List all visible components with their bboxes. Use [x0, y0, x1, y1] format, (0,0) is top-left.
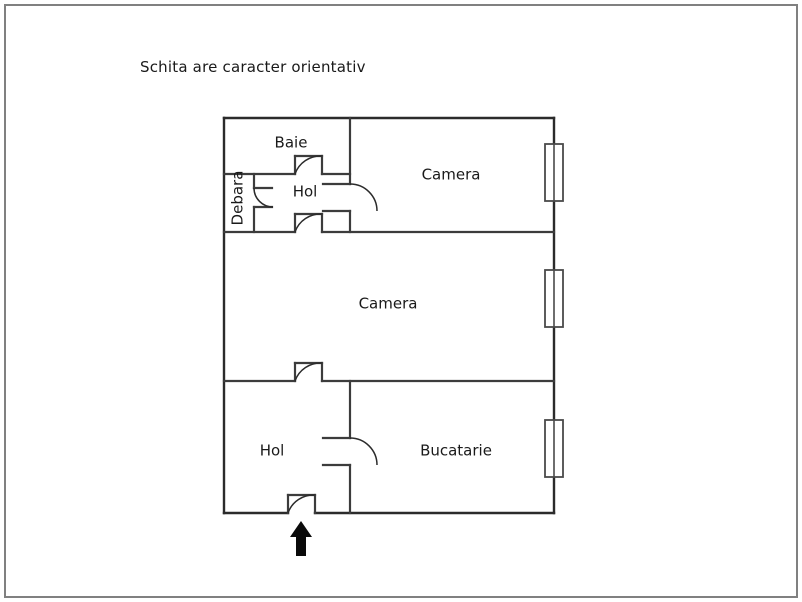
- room-label-bucatarie: Bucatarie: [420, 442, 492, 460]
- door-arc-intrare: [287, 494, 316, 514]
- window-camera-mijloc: [544, 269, 564, 328]
- room-label-camera-mijloc: Camera: [359, 295, 418, 313]
- entrance-arrow: [290, 521, 312, 556]
- room-label-baie: Baie: [275, 134, 308, 152]
- window-camera-sus: [544, 143, 564, 202]
- door-arc-baie: [294, 155, 323, 175]
- room-label-camera-sus: Camera: [422, 166, 481, 184]
- room-label-hol-sus: Hol: [293, 183, 318, 201]
- door-arc-debara: [253, 187, 274, 208]
- room-label-hol-jos: Hol: [260, 442, 285, 460]
- door-arc-camera-sus: [349, 183, 378, 212]
- door-arc-camera-mijloc: [294, 362, 323, 382]
- page-title: Schita are caracter orientativ: [140, 58, 366, 76]
- door-arc-hol-sus: [294, 213, 323, 233]
- door-arc-bucatarie: [349, 437, 378, 466]
- window-bucatarie: [544, 419, 564, 478]
- room-label-debara: Debara: [229, 171, 247, 226]
